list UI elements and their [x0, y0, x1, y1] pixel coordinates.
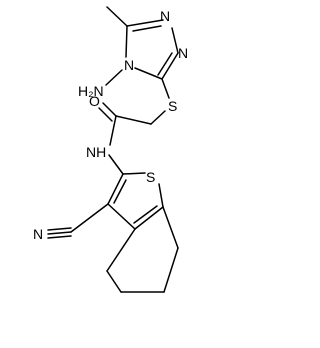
bond-n1-n2: [171, 27, 179, 54]
atom-n-triazole-top: N: [160, 8, 170, 24]
bond-c4-c3a: [106, 228, 136, 272]
bond-s-ch2: [150, 110, 166, 125]
atom-nitrile-n: N: [33, 226, 43, 242]
bond-cn-2: [47, 227, 72, 231]
bond-co-nh: [109, 115, 117, 146]
bond-c7a-c7: [162, 206, 179, 249]
bond-c5-n1: [126, 19, 164, 27]
bonds: [47, 6, 179, 293]
bond-c2-s1: [122, 172, 146, 175]
bond-n4-amine: [105, 69, 123, 86]
bond-nh-c2: [108, 154, 124, 175]
atom-sulfur-thioether: S: [168, 98, 177, 114]
bond-n2-c3-double: [157, 52, 173, 76]
bond-methyl: [106, 6, 128, 27]
bond-c7a-c3a: [134, 206, 164, 230]
atom-labels: N N N H₂N S O NH S N: [33, 8, 188, 242]
bond-cn-3: [47, 235, 72, 239]
atom-amide-nh: NH: [86, 144, 106, 160]
bond-c3-cn: [70, 203, 109, 233]
bond-c5-n4: [125, 25, 128, 58]
bond-c3-c2: [107, 173, 124, 205]
bond-co-double: [98, 107, 113, 122]
atom-n-triazole-ring: N: [124, 57, 134, 73]
bond-n2-c3: [161, 52, 179, 80]
bond-c3a-c3: [107, 203, 136, 230]
bond-cn-1: [47, 231, 72, 235]
bond-c3-n4: [134, 67, 163, 80]
atom-n-triazole-right: N: [178, 45, 188, 61]
atom-amine: H₂N: [78, 83, 104, 99]
bond-c5-n1-double: [132, 25, 162, 32]
bond-c7a-c3a-double: [133, 205, 158, 224]
bond-ch2-co: [115, 115, 152, 125]
bond-co: [102, 102, 117, 117]
bond-c3-s: [161, 78, 170, 99]
bond-s1-c7a: [158, 183, 164, 208]
bond-c7-c6: [163, 247, 179, 293]
molecule-structure: N N N H₂N S O NH S N: [33, 6, 188, 293]
atom-oxygen-carbonyl: O: [89, 93, 100, 109]
bond-c3-c2-double: [113, 179, 127, 204]
bond-c5-c4: [106, 270, 122, 293]
atom-sulfur-thiophene: S: [146, 169, 155, 185]
